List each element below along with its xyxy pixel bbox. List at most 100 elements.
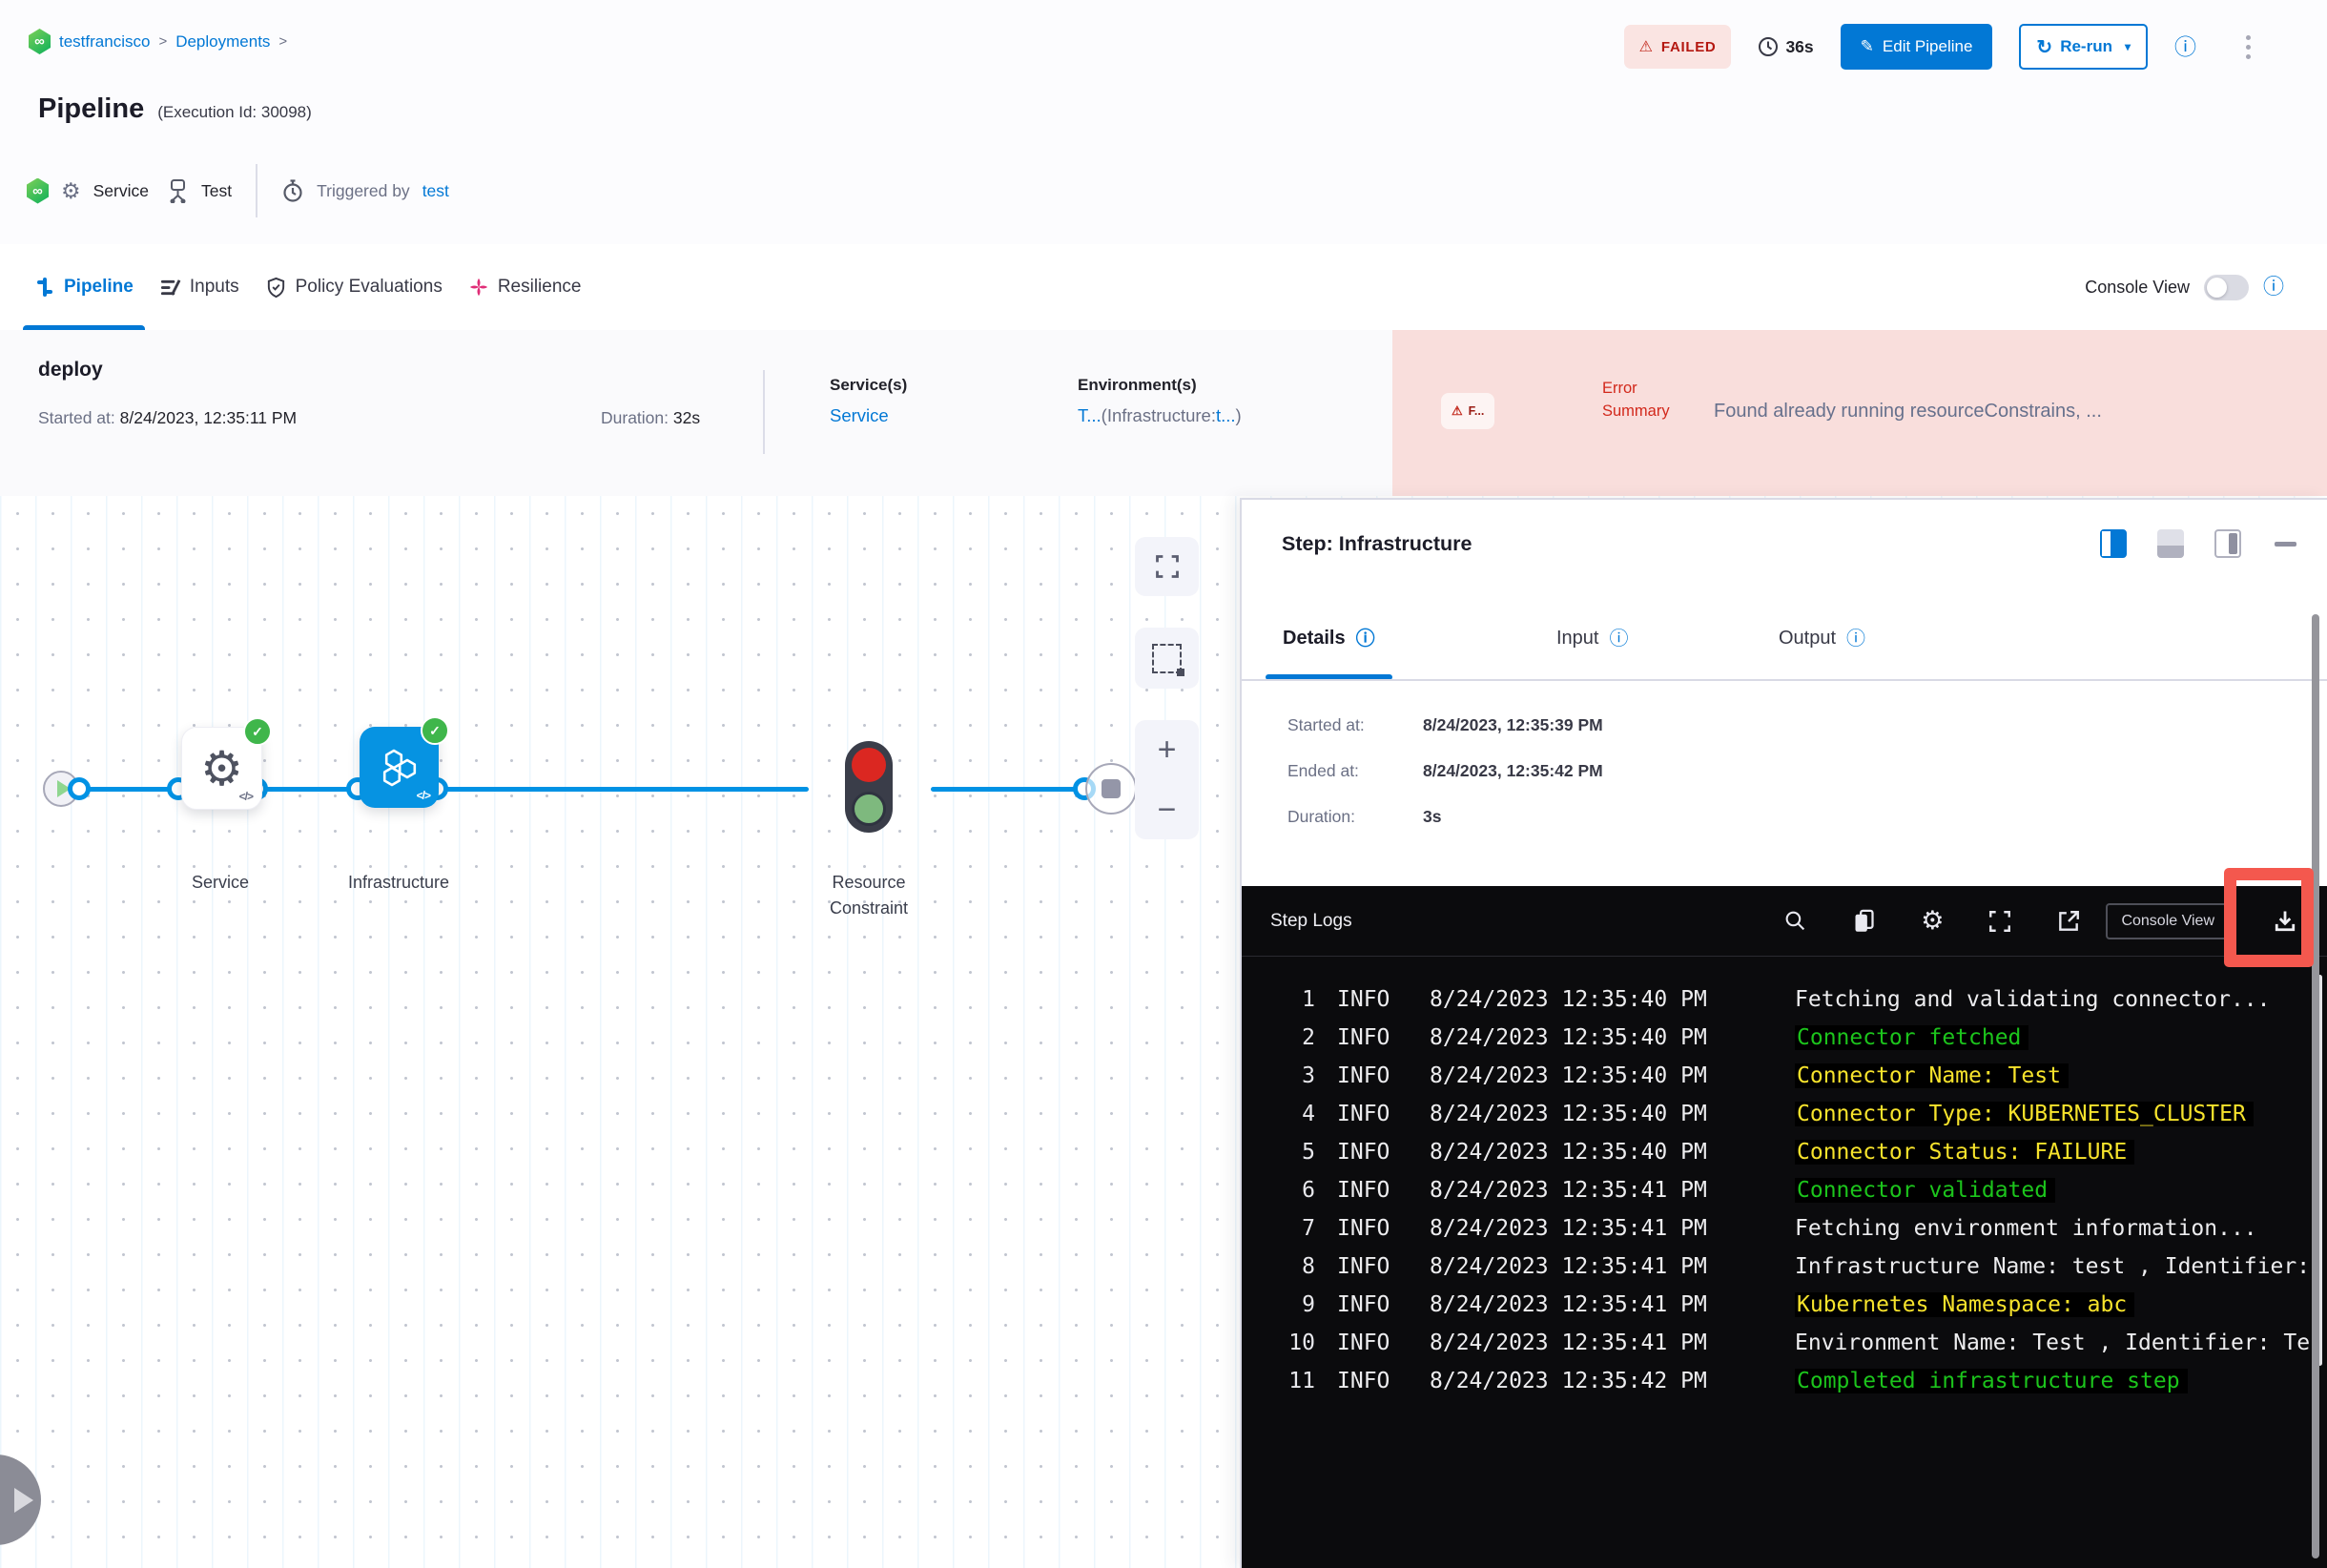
refresh-icon: ↻ — [2036, 36, 2053, 58]
layout-right-view-button[interactable] — [2100, 529, 2127, 558]
success-check-icon: ✓ — [421, 716, 449, 745]
edit-pipeline-button[interactable]: ✎ Edit Pipeline — [1840, 24, 1993, 70]
canvas-zoom-controls: + − — [1135, 720, 1199, 839]
info-icon[interactable]: ⓘ — [1609, 628, 1629, 650]
tab-policy-evaluations-label: Policy Evaluations — [295, 277, 443, 297]
node-service[interactable]: ⚙ ✓ </> — [181, 717, 272, 810]
canvas-select-button[interactable] — [1135, 628, 1199, 689]
node-resource-constraint-label: Resource Constraint — [829, 873, 909, 918]
tab-resilience[interactable]: Resilience — [468, 244, 581, 330]
chevron-right-icon: > — [278, 33, 288, 50]
error-summary-message[interactable]: Found already running resourceConstrains… — [1714, 401, 2102, 422]
field-value: 8/24/2023, 12:35:42 PM — [1423, 761, 1603, 780]
minimize-panel-button[interactable] — [2275, 542, 2296, 547]
breadcrumb-deployments-link[interactable]: Deployments — [175, 31, 271, 51]
selection-box-icon — [1152, 643, 1184, 676]
step-logs-title: Step Logs — [1270, 910, 1352, 931]
more-options-menu[interactable] — [2246, 34, 2251, 59]
green-light-icon — [852, 792, 886, 826]
tab-output[interactable]: Output ⓘ — [1779, 628, 1865, 650]
play-icon — [13, 1487, 33, 1513]
tab-input[interactable]: Input ⓘ — [1556, 628, 1628, 650]
field-value: 8/24/2023, 12:35:39 PM — [1423, 715, 1603, 734]
triggered-by-link[interactable]: test — [422, 180, 449, 200]
zoom-out-button[interactable]: − — [1157, 791, 1177, 828]
play-icon — [56, 780, 71, 797]
info-icon[interactable]: ⓘ — [1846, 628, 1866, 650]
layout-minimized-view-button[interactable] — [2214, 529, 2241, 558]
breadcrumb: ∞ testfrancisco > Deployments > — [29, 29, 287, 54]
execution-tabbar: Pipeline Inputs Policy Evaluations Resil… — [0, 244, 2327, 331]
code-icon: </> — [238, 790, 254, 803]
edit-pipeline-label: Edit Pipeline — [1882, 37, 1973, 55]
warning-icon: ⚠ — [1638, 39, 1653, 55]
failed-mini-label: F... — [1468, 404, 1485, 418]
resilience-icon — [469, 278, 487, 297]
harness-cd-icon: ∞ — [29, 29, 51, 54]
panel-scrollbar[interactable] — [2312, 614, 2319, 1558]
divider — [763, 370, 765, 454]
service-link[interactable]: Service — [830, 405, 889, 425]
log-settings-icon[interactable]: ⚙ — [1921, 906, 1945, 935]
duration-label: Duration: — [601, 408, 669, 427]
elapsed-time-value: 36s — [1785, 36, 1814, 56]
code-icon: </> — [416, 789, 431, 802]
start-node[interactable] — [43, 771, 79, 807]
console-view-button[interactable]: Console View — [2106, 902, 2230, 939]
field-label: Ended at: — [1287, 761, 1359, 780]
info-icon[interactable]: ⓘ — [1355, 628, 1375, 650]
canvas-fit-view-button[interactable] — [1135, 537, 1199, 596]
fullscreen-icon[interactable] — [1987, 909, 2012, 934]
tab-inputs[interactable]: Inputs — [159, 244, 239, 330]
info-icon[interactable]: ⓘ — [2174, 33, 2196, 59]
clock-icon — [1759, 37, 1779, 56]
info-icon[interactable]: ⓘ — [2262, 275, 2284, 299]
copy-icon[interactable] — [1851, 908, 1877, 934]
pencil-icon: ✎ — [1860, 37, 1874, 55]
step-logs-header: Step Logs ⚙ Console View — [1242, 886, 2327, 957]
fullscreen-icon — [1155, 555, 1179, 578]
node-infrastructure[interactable]: ✓ </> — [360, 716, 449, 808]
zoom-in-button[interactable]: + — [1157, 732, 1177, 769]
previous-stage-button[interactable] — [0, 1455, 41, 1545]
status-badge: ⚠ FAILED — [1623, 25, 1732, 69]
warning-icon: ⚠ — [1452, 403, 1463, 418]
environment-icon — [170, 179, 186, 203]
node-infrastructure-label: Infrastructure — [347, 873, 450, 892]
tab-pipeline[interactable]: Pipeline — [23, 244, 145, 330]
caret-down-icon: ▾ — [2124, 40, 2131, 53]
environment-link[interactable]: T...(Infrastructure:t...) — [1078, 405, 1242, 425]
tab-policy-evaluations[interactable]: Policy Evaluations — [265, 244, 443, 330]
tab-details-label: Details — [1283, 628, 1346, 649]
field-started-at: Started at: 8/24/2023, 12:35:39 PM — [1287, 712, 1603, 738]
inputs-icon — [160, 279, 181, 296]
field-label: Duration: — [1287, 807, 1356, 826]
rerun-button[interactable]: ↻ Re-run ▾ — [2019, 24, 2148, 70]
console-view-toggle[interactable] — [2203, 274, 2249, 300]
breadcrumb-project-link[interactable]: testfrancisco — [59, 31, 151, 51]
layout-bottom-view-button[interactable] — [2157, 529, 2184, 558]
console-view-label: Console View — [2085, 277, 2190, 297]
field-label: Started at: — [1287, 715, 1365, 734]
open-in-new-icon[interactable] — [2056, 909, 2081, 934]
pipeline-meta: ∞ ⚙ Service Test Triggered by test — [27, 164, 449, 217]
tab-details[interactable]: Details ⓘ — [1283, 628, 1375, 650]
download-logs-icon[interactable] — [2272, 908, 2298, 935]
rerun-label: Re-run — [2060, 37, 2112, 55]
services-label: Service(s) — [830, 376, 908, 394]
node-resource-constraint[interactable] — [845, 741, 893, 833]
field-ended-at: Ended at: 8/24/2023, 12:35:42 PM — [1287, 757, 1603, 784]
step-details-panel: Step: Infrastructure Details ⓘ Input ⓘ O… — [1240, 498, 2327, 1568]
console-scrollbar[interactable] — [2317, 975, 2322, 1366]
end-node[interactable] — [1085, 763, 1137, 815]
search-icon[interactable] — [1783, 909, 1807, 933]
tab-input-label: Input — [1556, 628, 1599, 649]
